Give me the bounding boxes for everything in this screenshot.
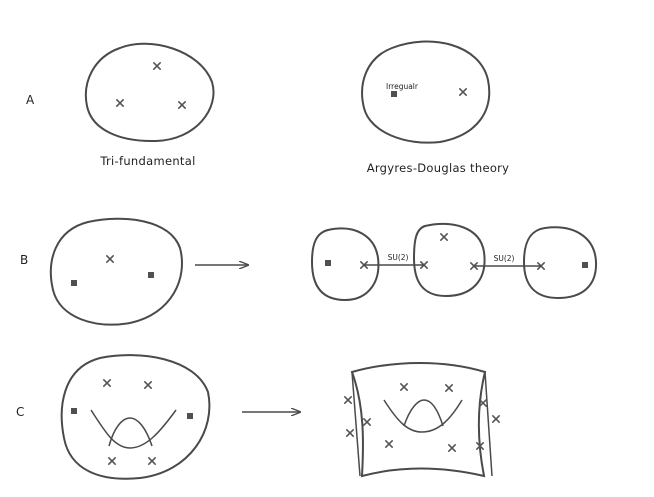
- riemann-surface-outline: [49, 217, 183, 326]
- cross-icon: [439, 233, 449, 241]
- cross-icon: [108, 456, 116, 466]
- cross-icon: [491, 414, 501, 424]
- square-icon: [391, 91, 397, 97]
- row-label-c: C: [16, 405, 24, 419]
- square-icon: [325, 260, 331, 266]
- riemann-surface-outline: [522, 226, 598, 300]
- handle-lower-curve: [383, 399, 463, 433]
- boundary-seam-left: [351, 371, 361, 477]
- caption-argyres-douglas: Argyres-Douglas theory: [367, 161, 510, 175]
- cross-icon: [458, 88, 468, 96]
- row-label-a: A: [26, 93, 35, 107]
- row-label-b: B: [20, 253, 28, 267]
- row-b-degenerated-surfaces: SU(2) SU(2): [310, 222, 598, 302]
- square-icon: [71, 408, 77, 414]
- riemann-surface-outline: [60, 354, 211, 480]
- riemann-surface-outline: [361, 40, 491, 144]
- cross-icon: [178, 101, 186, 109]
- square-icon: [148, 272, 154, 278]
- cross-icon: [144, 380, 152, 390]
- handle-lower-curve: [90, 409, 177, 449]
- cross-icon: [103, 378, 111, 388]
- handle-upper-curve: [403, 399, 444, 427]
- cross-icon: [447, 443, 457, 453]
- riemann-surface-outline: [84, 42, 215, 143]
- handle-upper-curve: [108, 417, 153, 447]
- row-c-source-surface: [60, 354, 211, 480]
- cross-icon: [444, 383, 454, 393]
- cross-icon: [148, 456, 156, 466]
- cross-icon: [384, 439, 394, 449]
- gauge-label-left: SU(2): [388, 253, 409, 262]
- cross-icon: [106, 255, 114, 264]
- row-a-argyres-douglas-surface: Irregualr: [361, 40, 491, 144]
- row-a-trifundamental-surface: [84, 42, 215, 143]
- riemann-surface-outline: [412, 222, 486, 298]
- row-b-source-surface: [49, 217, 183, 326]
- cross-icon: [362, 417, 372, 427]
- cross-icon: [345, 428, 355, 438]
- riemann-surface-outline: [310, 227, 380, 302]
- cut-surface-outline: [350, 362, 487, 478]
- square-icon: [71, 280, 77, 286]
- boundary-seam-right: [484, 371, 493, 477]
- square-icon: [582, 262, 588, 268]
- row-c-cut-surface: [343, 362, 501, 478]
- square-icon: [187, 413, 193, 419]
- cross-icon: [399, 382, 409, 392]
- cross-icon: [153, 61, 161, 70]
- caption-trifundamental: Tri-fundamental: [99, 154, 195, 168]
- cross-icon: [116, 99, 124, 107]
- gauge-label-right: SU(2): [494, 254, 515, 263]
- irregular-puncture-label: Irregualr: [386, 82, 419, 91]
- cross-icon: [343, 395, 353, 405]
